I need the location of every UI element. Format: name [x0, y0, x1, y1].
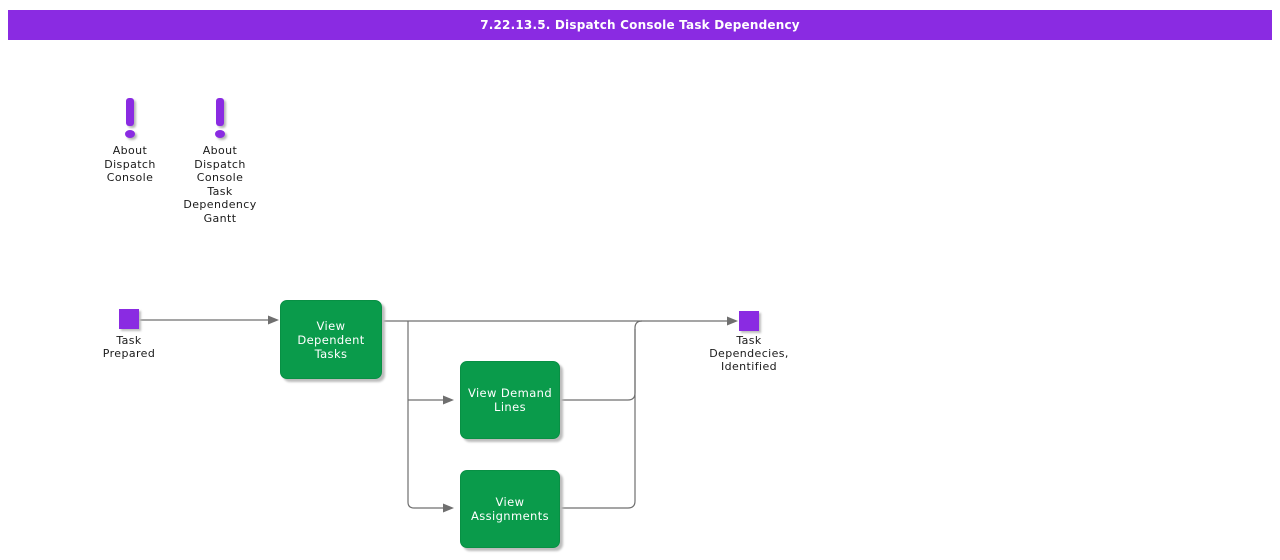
connector	[559, 329, 636, 509]
activity-label: View Demand Lines	[467, 386, 553, 414]
note-label: About Dispatch Console	[104, 144, 156, 184]
arrowhead-icon	[443, 503, 454, 513]
start-event-task-prepared[interactable]	[119, 309, 139, 329]
arrowhead-icon	[268, 315, 279, 325]
activity-label: View Assignments	[470, 495, 550, 523]
note-about-dispatch-console[interactable]: About Dispatch Console	[85, 98, 175, 185]
page-title: 7.22.13.5. Dispatch Console Task Depende…	[480, 18, 800, 32]
end-event-task-dependencies-identified[interactable]	[739, 311, 759, 331]
connector	[559, 320, 643, 401]
note-about-dispatch-console-task-dependency-gantt[interactable]: About Dispatch Console Task Dependency G…	[175, 98, 265, 225]
exclamation-icon	[214, 98, 226, 142]
activity-view-demand-lines[interactable]: View Demand Lines	[460, 361, 560, 439]
activity-view-assignments[interactable]: View Assignments	[460, 470, 560, 548]
end-event-label: Task Dependecies, Identified	[709, 334, 789, 373]
title-bar: 7.22.13.5. Dispatch Console Task Depende…	[8, 10, 1272, 40]
start-event-label: Task Prepared	[102, 334, 156, 360]
activity-view-dependent-tasks[interactable]: View Dependent Tasks	[280, 300, 382, 379]
arrowhead-icon	[443, 395, 454, 405]
note-label: About Dispatch Console Task Dependency G…	[183, 144, 257, 225]
arrowhead-icon	[727, 316, 738, 326]
activity-label: View Dependent Tasks	[297, 318, 365, 361]
exclamation-icon	[124, 98, 136, 142]
connector	[407, 321, 444, 509]
